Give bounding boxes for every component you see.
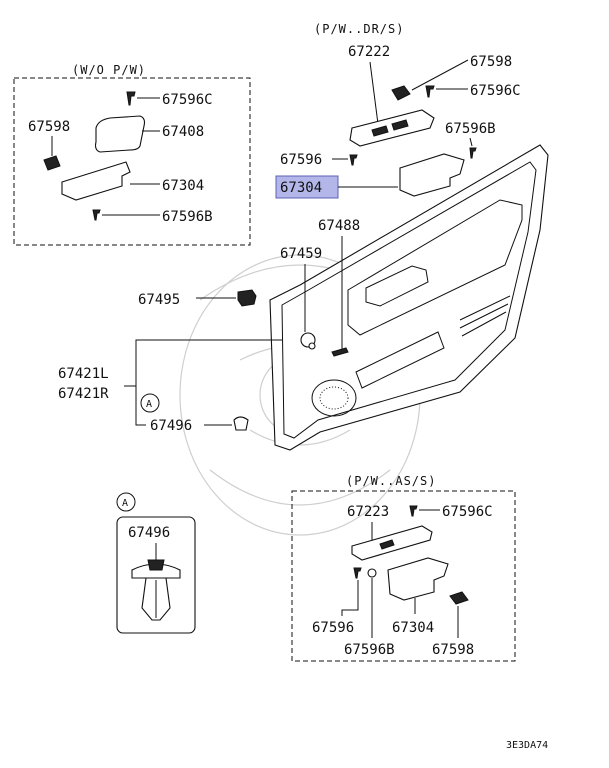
label-67304-left: 67304 — [162, 178, 204, 194]
clip-67598-as-part — [449, 591, 469, 605]
callout-a-circle-2 — [116, 492, 136, 512]
callout-a-circle-1 — [140, 393, 160, 413]
label-67408: 67408 — [162, 124, 204, 140]
screw-67596b-as-part — [367, 568, 377, 578]
group-title-pw-as: (P/W..AS/S) — [346, 474, 436, 488]
group-title-pw-dr: (P/W..DR/S) — [314, 22, 404, 36]
clip-67495-part — [237, 289, 257, 307]
clip-67598-part — [43, 155, 61, 171]
label-67223: 67223 — [347, 504, 389, 520]
callout-a-1: A — [146, 399, 152, 410]
label-67304-as: 67304 — [392, 620, 434, 636]
label-67596c-right: 67596C — [470, 83, 521, 99]
screw-67596-as-part — [353, 567, 362, 579]
bracket-67304-right-part — [399, 153, 465, 197]
label-67495: 67495 — [138, 292, 180, 308]
label-67598-top: 67598 — [470, 54, 512, 70]
bracket-67304-as-part — [387, 557, 449, 601]
screw-67596c-part — [126, 91, 136, 106]
screw-67596c-as-part — [409, 505, 418, 517]
diagram-code: 3E3DA74 — [506, 740, 548, 751]
label-67488: 67488 — [318, 218, 360, 234]
clip-67598-top-part — [391, 85, 411, 101]
label-67304-highlighted[interactable]: 67304 — [280, 180, 322, 196]
label-67596-mid: 67596 — [280, 152, 322, 168]
label-67596b-as: 67596B — [344, 642, 395, 658]
label-67421r: 67421R — [58, 386, 109, 402]
label-67596c-top: 67596C — [162, 92, 213, 108]
label-67598-as: 67598 — [432, 642, 474, 658]
group-box-wo-pw — [13, 77, 251, 246]
clip-67496-detail-part — [131, 559, 181, 621]
callout-a-2: A — [122, 498, 128, 509]
screw-67596c-right-part — [425, 85, 435, 98]
group-box-pw-as — [291, 490, 516, 662]
label-67598-left: 67598 — [28, 119, 70, 135]
label-67459: 67459 — [280, 246, 322, 262]
handle-cup-67408-part — [94, 115, 146, 153]
switch-panel-67222-part — [349, 109, 435, 147]
label-67222: 67222 — [348, 44, 390, 60]
screw-67596b-right-part — [469, 147, 477, 159]
label-67421l: 67421L — [58, 366, 109, 382]
label-67596b-left: 67596B — [162, 209, 213, 225]
screw-67596b-left-part — [92, 209, 101, 221]
door-trim-panel-67421 — [269, 144, 549, 451]
clip-67496-small-part — [233, 416, 249, 431]
label-67496-top: 67496 — [150, 418, 192, 434]
leader-67421 — [124, 339, 282, 426]
label-67596-as: 67596 — [312, 620, 354, 636]
switch-button-as — [379, 539, 395, 550]
label-67496-detail: 67496 — [128, 525, 170, 541]
screw-67596-mid-part — [349, 154, 358, 166]
group-title-wo-pw: (W/O P/W) — [72, 63, 146, 77]
label-67596c-as: 67596C — [442, 504, 493, 520]
label-67596b-right: 67596B — [445, 121, 496, 137]
screw-67488-part — [331, 347, 349, 357]
bracket-67304-left-part — [61, 161, 131, 201]
switch-buttons — [371, 119, 409, 137]
